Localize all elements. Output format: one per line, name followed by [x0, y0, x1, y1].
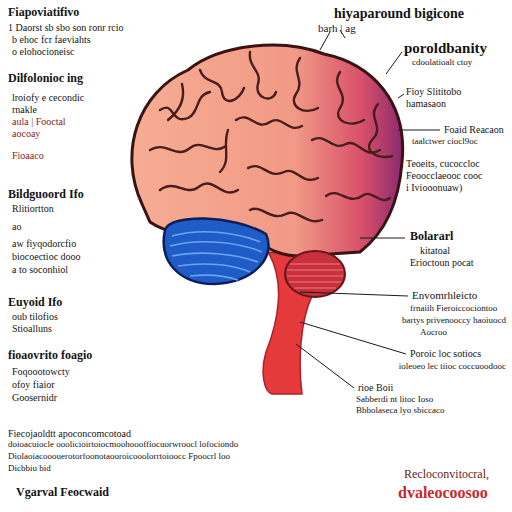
callout-label: bartys privenooccy haoiuocd: [402, 316, 506, 326]
callout-label: Teoeits, cucoccloc: [406, 158, 480, 169]
callout-label: fioaovrito foagio: [8, 349, 92, 362]
callout-label: b ehoc fcr faeviahts: [12, 34, 91, 45]
callout-label: aocoay: [12, 128, 40, 139]
pons: [285, 251, 345, 297]
callout-label: poroldbanity: [404, 40, 487, 57]
callout-label: hiyaparound bigicone: [334, 6, 464, 21]
callout-label: Rlitiortton: [12, 203, 54, 214]
callout-label: Fiapoviatifivo: [8, 6, 79, 19]
pons-stripes: [287, 264, 343, 288]
callout-label: Poroic loc sotiocs: [410, 348, 481, 359]
callout-label: ao: [12, 221, 21, 232]
callout-label: Fioy Slititobo: [406, 86, 461, 97]
cerebellum: [164, 218, 269, 284]
callout-label: Vgarval Feocwaid: [16, 486, 109, 499]
callout-label: Goosernidr: [12, 392, 57, 403]
callout-label: 1 Daorst sb sbo son ronr rcio: [8, 22, 124, 33]
callout-label: Diolaoiacooouerotorfoonotaooroicooolorrt…: [8, 452, 230, 462]
callout-label: cdoolatioalt ctoy: [412, 58, 472, 68]
callout-label: i Iviooonuaw): [406, 182, 462, 193]
callout-label: aula | Fooctal: [12, 116, 66, 127]
callout-label: lroiofy e cecondic: [12, 92, 84, 103]
callout-label: Foqoootowcty: [12, 366, 70, 377]
callout-label: ioleoeo lec tiioc coccuoodooc: [399, 362, 506, 372]
callout-label: Bolararl: [410, 230, 453, 243]
callout-label: hamasaon: [406, 98, 446, 109]
callout-label: Recloconvitocral,: [404, 468, 489, 481]
callout-label: Aocroo: [420, 328, 447, 338]
callout-label: Bildguoord Ifo: [8, 188, 84, 201]
callout-label: rnakle: [12, 104, 37, 115]
callout-label: Bbbolaseca lyo sbiccaco: [356, 406, 444, 416]
callout-label: oub tilofios: [12, 311, 58, 322]
callout-label: dvaleocoosoo: [398, 484, 488, 502]
callout-label: Feoocclaeooc cooc: [406, 170, 482, 181]
callout-label: aw fiyqodorcfio: [12, 238, 76, 249]
callout-label: Dicbbiu bid: [8, 464, 51, 474]
callout-label: Dilfolonioc ing: [8, 72, 83, 85]
callout-label: Sabberdi nt litoc Ioso: [356, 395, 433, 405]
callout-label: kitatoal: [420, 245, 450, 256]
callout-label: a to soconhiol: [12, 264, 68, 275]
callout-label: Stioalluns: [12, 323, 52, 334]
callout-label: rioe Boii: [358, 382, 393, 393]
callout-label: taalctwer ciocl9oc: [412, 137, 478, 147]
callout-label: frnaiih Fieroiccociontoo: [410, 304, 497, 314]
cerebellum-folia: [170, 232, 262, 280]
callout-label: biocoectioc dooo: [12, 251, 81, 262]
callout-label: Fioaaco: [12, 150, 44, 161]
callout-label: ofoy fiaior: [12, 379, 55, 390]
gyri: [150, 52, 392, 221]
callout-label: doioacuiocle ooolicioirtoiocmoohoooffioc…: [8, 440, 238, 450]
callout-label: Erioctoun pocat: [410, 257, 474, 268]
leader-lines: [296, 30, 440, 388]
callout-label: o elohocioneisc: [12, 46, 74, 57]
callout-label: Fiecojaoldtt apoconcomcotoad: [8, 428, 131, 439]
callout-label: Euyoid Ifo: [8, 296, 62, 309]
callout-label: Foaid Reacaon: [444, 124, 504, 135]
callout-label: barh | ag: [318, 22, 356, 34]
callout-label: Envomrhleicto: [412, 289, 477, 301]
